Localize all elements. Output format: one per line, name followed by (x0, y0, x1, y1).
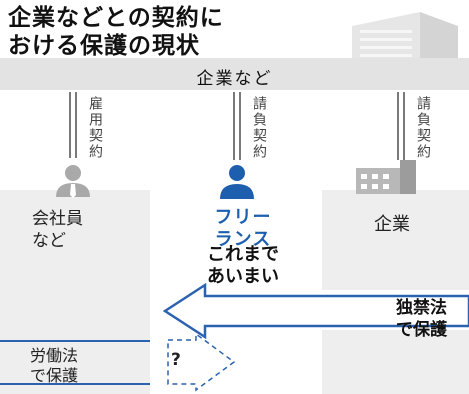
company-label: 企業 (374, 214, 410, 235)
freelance-note-line-1: これまで (207, 244, 279, 265)
labor-line-1: 労働法 (30, 346, 79, 365)
office-building-icon (352, 12, 458, 70)
contract-lines (69, 92, 405, 160)
employee-label-line-2: など (32, 231, 66, 251)
freelance-note-line-2: あいまい (207, 266, 279, 287)
antitrust-line-1: 独禁法 (396, 298, 447, 318)
page-title: 企業などとの契約に おける保護の現状 (8, 4, 224, 60)
labor-line-2: で保護 (30, 366, 79, 385)
employee-person-icon (56, 165, 90, 198)
company-contract-label: 請負契約 (415, 96, 431, 160)
employee-column (0, 190, 150, 394)
labor-protection-label: 労働法 で保護 (30, 346, 78, 386)
title-line-2: おける保護の現状 (8, 33, 200, 59)
company-band-label: 企業など (196, 69, 273, 89)
freelancer-person-icon (220, 165, 254, 199)
labor-law-lines (0, 340, 150, 385)
freelance-status-note: これまで あいまい (168, 244, 318, 288)
freelance-label-line-1: フリー (214, 207, 272, 228)
title-line-1: 企業などとの契約に (8, 5, 224, 31)
company-band (0, 58, 469, 90)
antitrust-protection-label: 独禁法 で保護 (396, 297, 447, 341)
uncertain-dashed-arrow (167, 332, 236, 392)
freelance-label: フリー ランス (168, 207, 318, 251)
unknown-protection-mark: ? (171, 350, 181, 370)
freelance-label-line-2: ランス (214, 229, 272, 250)
antitrust-line-2: で保護 (396, 320, 447, 340)
employment-contract-label: 雇用契約 (87, 96, 103, 160)
freelance-contract-label: 請負契約 (251, 96, 267, 160)
company-column (322, 190, 469, 290)
antitrust-protection-arrow (162, 282, 469, 340)
employee-label-line-1: 会社員 (32, 209, 83, 229)
employee-label: 会社員 など (32, 208, 83, 252)
company-building-icon (356, 160, 416, 194)
